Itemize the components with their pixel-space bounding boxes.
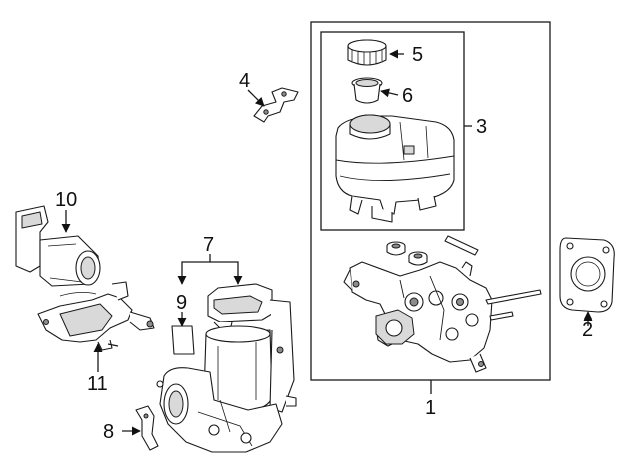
booster-gasket[interactable] [559, 237, 615, 313]
retaining-clip[interactable] [135, 405, 159, 451]
pressure-switch-bracket[interactable] [37, 281, 155, 351]
retaining-pin[interactable] [444, 235, 479, 256]
reservoir-tank[interactable] [335, 114, 455, 223]
reservoir-group-frame [320, 31, 465, 231]
callout-1: 1 [425, 397, 436, 419]
callout-11: 11 [87, 373, 108, 395]
callout-3: 3 [476, 116, 487, 138]
grommet-1[interactable] [386, 241, 406, 256]
brake-booster-pump[interactable] [156, 283, 297, 453]
mounting-bracket[interactable] [253, 87, 299, 123]
callout-6: 6 [402, 85, 413, 107]
callout-7: 7 [203, 234, 214, 256]
leader-lines [61, 49, 593, 436]
reservoir-strainer[interactable] [351, 77, 383, 104]
warning-label[interactable] [171, 325, 195, 355]
grommet-2[interactable] [408, 251, 428, 266]
callout-4: 4 [239, 70, 250, 92]
callout-5: 5 [412, 44, 423, 66]
callout-8: 8 [103, 421, 114, 443]
callout-2: 2 [582, 319, 593, 341]
callout-10: 10 [55, 189, 77, 211]
stroke-simulator[interactable] [15, 205, 101, 287]
reservoir-cap[interactable] [347, 39, 387, 66]
callout-9: 9 [176, 292, 187, 314]
brake-master-cylinder[interactable] [343, 261, 542, 373]
